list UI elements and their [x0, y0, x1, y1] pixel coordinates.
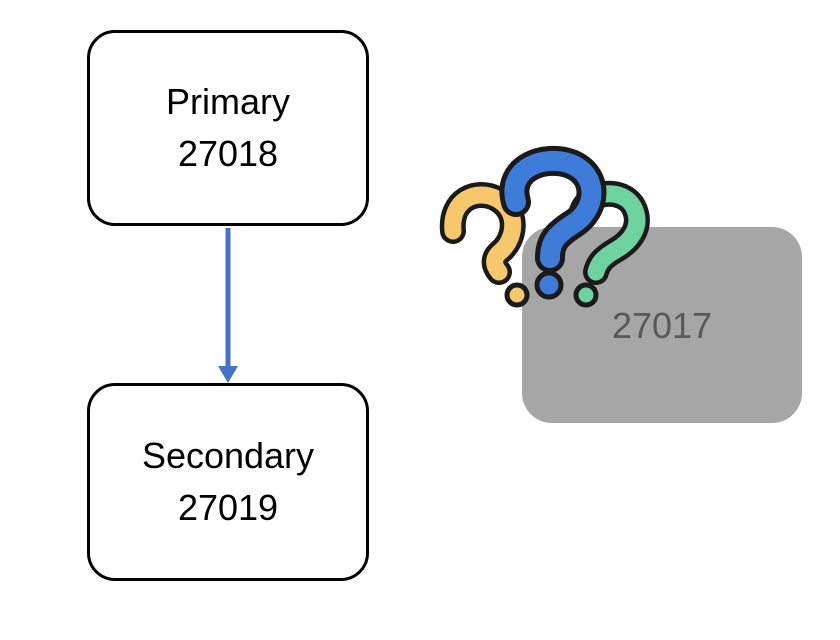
primary-node-port: 27018	[177, 133, 279, 174]
replication-arrow	[218, 228, 238, 383]
secondary-node-port: 27019	[177, 487, 279, 528]
unknown-node: 27017	[522, 227, 802, 423]
secondary-node: Secondary 27019	[87, 383, 369, 581]
question-mark-yellow-icon	[439, 182, 530, 308]
unknown-node-port: 27017	[611, 305, 713, 346]
primary-node-label: Primary	[166, 80, 290, 122]
secondary-node-label: Secondary	[141, 434, 315, 476]
question-marks-icon	[439, 145, 650, 308]
primary-node: Primary 27018	[87, 30, 369, 226]
question-mark-blue-icon	[499, 145, 607, 300]
